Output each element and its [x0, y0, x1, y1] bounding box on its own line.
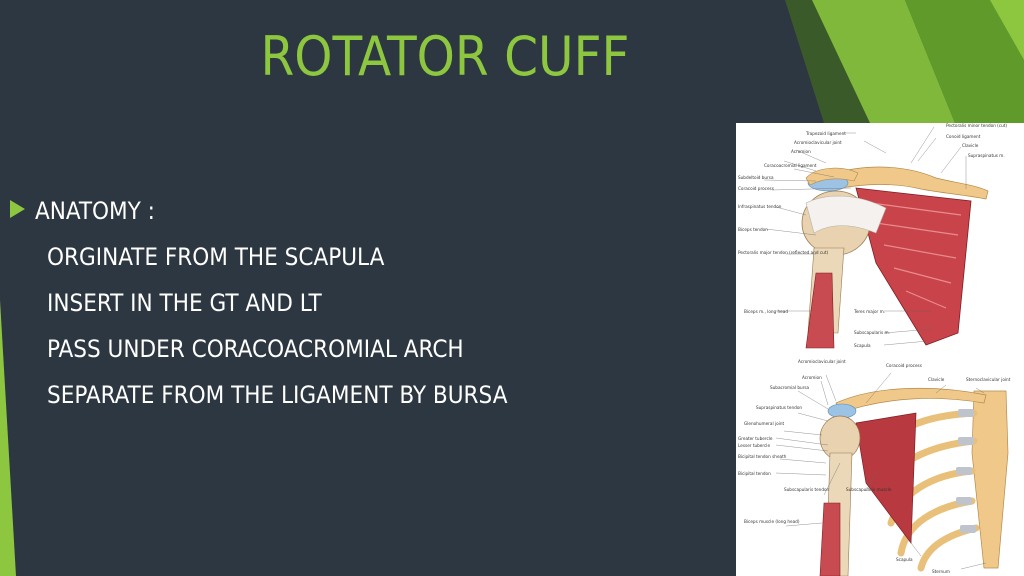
top-right-green-facet-a: [812, 0, 955, 123]
bullet-anatomy-label: ANATOMY :: [35, 197, 155, 225]
figure-label: Trapezoid ligament: [805, 131, 846, 136]
figure-label: Acromioclavicular joint: [794, 140, 842, 145]
figure-label: Supraspinatus m.: [968, 153, 1005, 158]
figure-label: Subscapularis tendon: [784, 487, 830, 492]
figure-label: Clavicle: [962, 143, 979, 148]
figure-label: Bicipital tendon sheath: [738, 454, 787, 459]
sub-item: PASS UNDER CORACOACROMIAL ARCH: [47, 335, 464, 363]
bullet-arrow-icon: [10, 200, 25, 218]
figure-label: Sternum: [932, 569, 950, 574]
biceps-long-head: [805, 272, 835, 349]
sub-item: SEPARATE FROM THE LIGAMENT BY BURSA: [47, 381, 508, 409]
anatomy-illustration: Pectoralis minor tendon (cut) Trapezoid …: [738, 123, 1011, 576]
figure-label: Greater tubercle: [738, 436, 773, 441]
figure-label: Biceps m., long head: [744, 309, 788, 314]
bottom-illustration: Acromioclavicular joint Coracoid process…: [738, 359, 1011, 576]
figure-label: Pectoralis minor tendon (cut): [946, 123, 1007, 128]
figure-label: Supraspinatus tendon: [756, 405, 802, 410]
scapula-body: [855, 187, 972, 346]
figure-label: Subdeltoid bursa: [738, 175, 774, 180]
figure-label: Scapula: [896, 557, 913, 562]
clavicle-bottom: [835, 387, 987, 414]
figure-label: Biceps tendon: [738, 227, 768, 232]
sub-item: ORGINATE FROM THE SCAPULA: [47, 243, 385, 271]
figure-label: Pectoralis major tendon (reflected and c…: [738, 250, 828, 255]
sternum: [971, 390, 1009, 569]
figure-label: Biceps muscle (long head): [744, 519, 800, 524]
top-illustration: Pectoralis minor tendon (cut) Trapezoid …: [738, 123, 1007, 349]
figure-label: Conoid ligament: [946, 134, 981, 139]
figure-label: Scapula: [854, 343, 871, 348]
subscapularis-muscle: [855, 412, 917, 544]
figure-label: Coracoacromial ligament: [764, 163, 817, 168]
figure-label: Lesser tubercle: [738, 443, 770, 448]
figure-label: Subscapularis muscle: [846, 487, 892, 492]
figure-label: Coracoid process: [738, 186, 774, 191]
figure-label: Acromion: [791, 149, 811, 154]
rotator-tendons: [805, 195, 887, 234]
figure-label: Coracoid process: [886, 363, 922, 368]
figure-label: Infraspinatus tendon: [738, 204, 782, 209]
slide-title: ROTATOR CUFF: [260, 25, 630, 88]
top-right-green-facet-c: [990, 0, 1024, 60]
left-green-sliver: [0, 300, 16, 576]
figure-label: Subacromial bursa: [770, 385, 810, 390]
figure-label: Acromioclavicular joint: [798, 359, 846, 364]
figure-label: Acromion: [802, 375, 822, 380]
bullet-anatomy: ANATOMY :: [10, 196, 155, 226]
clavicle: [827, 166, 989, 200]
sub-item: INSERT IN THE GT AND LT: [47, 289, 322, 317]
figure-label: Clavicle: [928, 377, 945, 382]
figure-label: Teres major m.: [853, 309, 885, 314]
figure-label: Subscapularis m.: [854, 330, 890, 335]
figure-label: Bicipital tendon: [738, 471, 771, 476]
top-right-green-facet-b: [905, 0, 1024, 123]
figure-label: Glenohumeral joint: [744, 421, 784, 426]
figure-label: Sternoclavicular joint: [966, 377, 1011, 382]
shoulder-anatomy-figure: Pectoralis minor tendon (cut) Trapezoid …: [736, 123, 1024, 576]
biceps-bottom: [819, 502, 841, 576]
